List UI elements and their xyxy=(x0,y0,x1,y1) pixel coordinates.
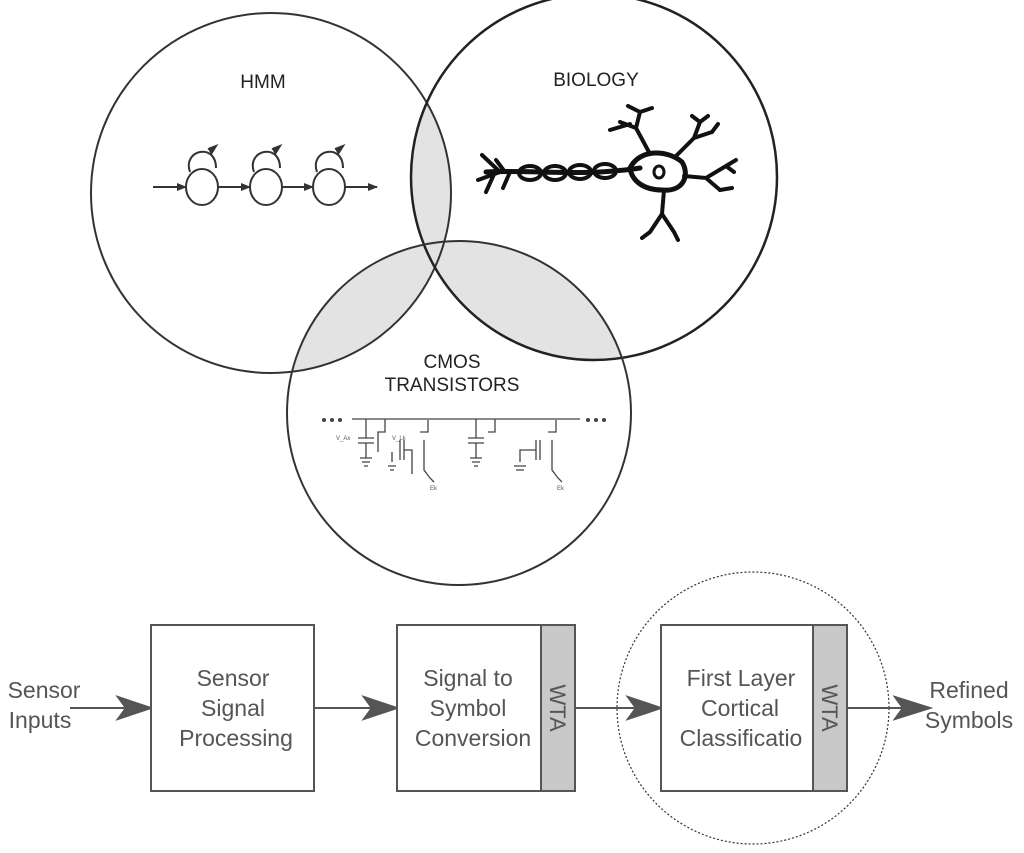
cmos-circuit-icon: V_Ax V_Lk Ek Ek xyxy=(321,417,607,492)
svg-text:V_Lk: V_Lk xyxy=(392,436,407,442)
svg-text:Ek: Ek xyxy=(557,486,565,492)
first-layer-cortical-box: First Layer Cortical Classificatio WTA xyxy=(660,624,848,792)
box2-line2: Symbol xyxy=(430,695,507,721)
hmm-label: HMM xyxy=(240,72,285,93)
transistors-label: TRANSISTORS xyxy=(385,375,520,396)
overlap-regions xyxy=(287,13,631,373)
refined-symbols-line2: Symbols xyxy=(925,707,1013,733)
hmm-chain-icon xyxy=(153,144,378,206)
signal-to-symbol-box: Signal to Symbol Conversion WTA xyxy=(396,624,576,792)
arrow-head-4 xyxy=(892,695,934,721)
box2-line3: Conversion xyxy=(415,725,531,751)
box3-line1: First Layer xyxy=(687,665,796,691)
wta-bar-1 xyxy=(540,624,576,792)
arrow-head-1 xyxy=(115,695,155,721)
wta-bar-2 xyxy=(812,624,848,792)
box3-line3: Classificatio xyxy=(680,725,803,751)
sensor-signal-processing-box: Sensor Signal Processing xyxy=(150,624,315,792)
biology-label: BIOLOGY xyxy=(553,70,639,91)
box3-line2: Cortical xyxy=(701,695,779,721)
hmm-circle xyxy=(90,12,452,374)
sensor-inputs-line2: Inputs xyxy=(9,707,72,733)
refined-symbols-line1: Refined xyxy=(929,677,1008,703)
wta-label-2: WTA xyxy=(817,684,842,732)
arrow-head-3 xyxy=(625,695,665,721)
biology-circle xyxy=(409,0,779,362)
box2-line1: Signal to xyxy=(423,665,513,691)
flow-arrows xyxy=(70,695,934,721)
processing-pipeline: Sensor Inputs Sensor Signal Processing S… xyxy=(8,571,1013,845)
venn-diagram: HMM BIOLOGY CMOS TRANSISTORS xyxy=(90,0,779,586)
box1-line2: Signal xyxy=(201,695,265,721)
sensor-inputs-line1: Sensor xyxy=(8,677,81,703)
box1-line3: Processing xyxy=(179,725,293,751)
cmos-circle xyxy=(286,240,632,586)
arrow-head-2 xyxy=(361,695,401,721)
neuron-icon xyxy=(476,104,738,242)
box1-line1: Sensor xyxy=(197,665,270,691)
svg-text:Ek: Ek xyxy=(430,486,438,492)
svg-text:V_Ax: V_Ax xyxy=(336,436,350,442)
cmos-label: CMOS xyxy=(424,352,481,373)
wta-label-1: WTA xyxy=(545,684,570,732)
